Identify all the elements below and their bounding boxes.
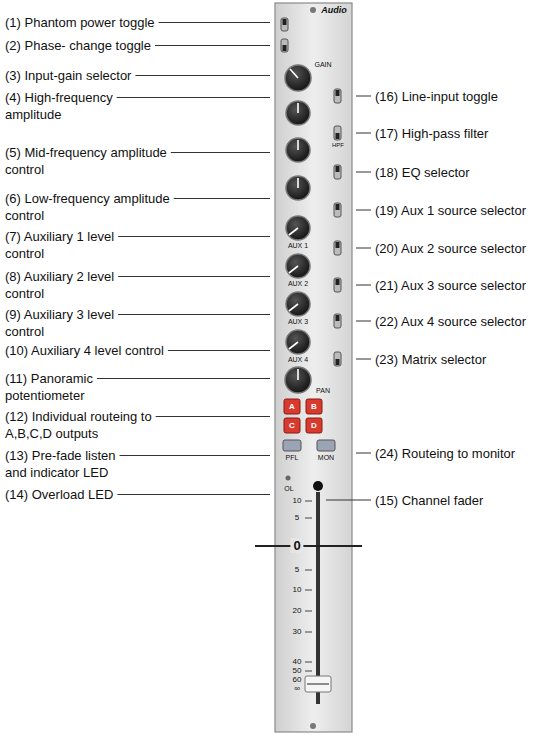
- panel-marking: Audio: [321, 5, 347, 16]
- leader-line: [118, 314, 270, 315]
- leader-line: [118, 276, 270, 277]
- panel-marking: PAN: [316, 386, 330, 395]
- callout-label: (20) Aux 2 source selector: [375, 240, 526, 257]
- scale-number: ∞: [294, 684, 300, 694]
- toggle-switch: [281, 18, 288, 52]
- leader-line: [171, 152, 270, 153]
- callout-label: (3) Input-gain selector: [5, 67, 245, 84]
- leader-line: [356, 285, 371, 286]
- screw: [310, 7, 316, 13]
- scale-number: 5: [295, 513, 299, 523]
- leader-line: [174, 198, 270, 199]
- scale-number: 0: [290, 538, 303, 553]
- panel-marking: GAIN: [314, 60, 331, 69]
- leader-line: [117, 494, 270, 495]
- leader-line: [156, 416, 270, 417]
- leader-line: [356, 453, 371, 454]
- callout-label: (8) Auxiliary 2 level control: [5, 268, 135, 302]
- leader-line: [356, 321, 371, 322]
- leader-line: [155, 45, 270, 46]
- panel-marking: HPF: [332, 141, 344, 149]
- panel-marking: B: [311, 402, 317, 412]
- leader-line: [356, 172, 371, 173]
- strip-panel: [275, 3, 352, 732]
- leader-line: [159, 22, 270, 23]
- callout-label: (11) Panoramic potentiometer: [5, 370, 135, 404]
- rotary-knob: [285, 65, 311, 393]
- callout-label: (6) Low-frequency amplitude control: [5, 190, 195, 224]
- callout-label: (2) Phase- change toggle: [5, 37, 245, 54]
- scale-number: 5: [295, 565, 299, 575]
- panel-marking: AUX 3: [288, 317, 308, 326]
- callout-label: (13) Pre-fade listen and indicator LED: [5, 447, 130, 481]
- scale-number: 40: [293, 657, 302, 667]
- leader-line: [118, 236, 270, 237]
- callout-label: (21) Aux 3 source selector: [375, 277, 526, 294]
- leader-line: [97, 378, 270, 379]
- fader-cap-line: [307, 684, 329, 685]
- panel-marking: OL: [284, 484, 293, 493]
- leader-line: [168, 350, 270, 351]
- leader-line: [356, 210, 371, 211]
- routing-button: [284, 399, 322, 433]
- fader-slot: [316, 492, 320, 704]
- panel-marking: PFL: [286, 453, 299, 462]
- callout-label: (22) Aux 4 source selector: [375, 313, 526, 330]
- callout-label: (15) Channel fader: [375, 492, 483, 509]
- callout-label: (18) EQ selector: [375, 164, 470, 181]
- leader-line: [356, 248, 371, 249]
- overload-led: [286, 476, 291, 481]
- callout-label: (23) Matrix selector: [375, 351, 486, 368]
- callout-label: (1) Phantom power toggle: [5, 14, 245, 31]
- panel-marking: C: [289, 421, 295, 431]
- knob-pointer: [289, 69, 298, 380]
- callout-label: (5) Mid-frequency amplitude control: [5, 144, 195, 178]
- panel-marking: AUX 1: [288, 241, 308, 250]
- leader-line: [356, 359, 371, 360]
- fader-cap: [305, 676, 331, 692]
- panel-marking: D: [311, 421, 317, 431]
- callout-label: (12) Individual routeing to A,B,C,D outp…: [5, 408, 170, 442]
- selector-switch: [334, 89, 341, 366]
- panel-marking: A: [289, 402, 295, 412]
- leader-line: [135, 75, 270, 76]
- leader-line: [356, 96, 371, 97]
- scale-number: 30: [293, 627, 302, 637]
- leader-line: [356, 133, 371, 134]
- callout-label: (16) Line-input toggle: [375, 88, 498, 105]
- scale-number: 20: [293, 606, 302, 616]
- panel-marking: MON: [318, 453, 334, 462]
- scale-tick: [305, 501, 312, 680]
- scale-number: 50: [293, 666, 302, 676]
- leader-line: [326, 500, 371, 501]
- switch-lever: [336, 90, 340, 365]
- listen-button: [283, 440, 335, 451]
- callout-label: (9) Auxiliary 3 level control: [5, 306, 135, 340]
- fader-end: [313, 481, 323, 491]
- callout-label: (4) High-frequency amplitude: [5, 89, 135, 123]
- leader-line: [120, 455, 270, 456]
- callout-label: (24) Routeing to monitor: [375, 445, 515, 462]
- callout-label: (14) Overload LED: [5, 486, 205, 503]
- zero-line: [255, 545, 362, 547]
- scale-number: 10: [293, 585, 302, 595]
- screw: [310, 723, 316, 729]
- callout-label: (19) Aux 1 source selector: [375, 202, 526, 219]
- callout-label: (7) Auxiliary 1 level control: [5, 228, 135, 262]
- scale-number: 60: [293, 675, 302, 685]
- callout-label: (10) Auxiliary 4 level control: [5, 342, 235, 359]
- scale-number: 10: [293, 496, 302, 506]
- callout-label: (17) High-pass filter: [375, 125, 488, 142]
- panel-marking: AUX 4: [288, 355, 308, 364]
- leader-line: [117, 97, 270, 98]
- panel-marking: AUX 2: [288, 279, 308, 288]
